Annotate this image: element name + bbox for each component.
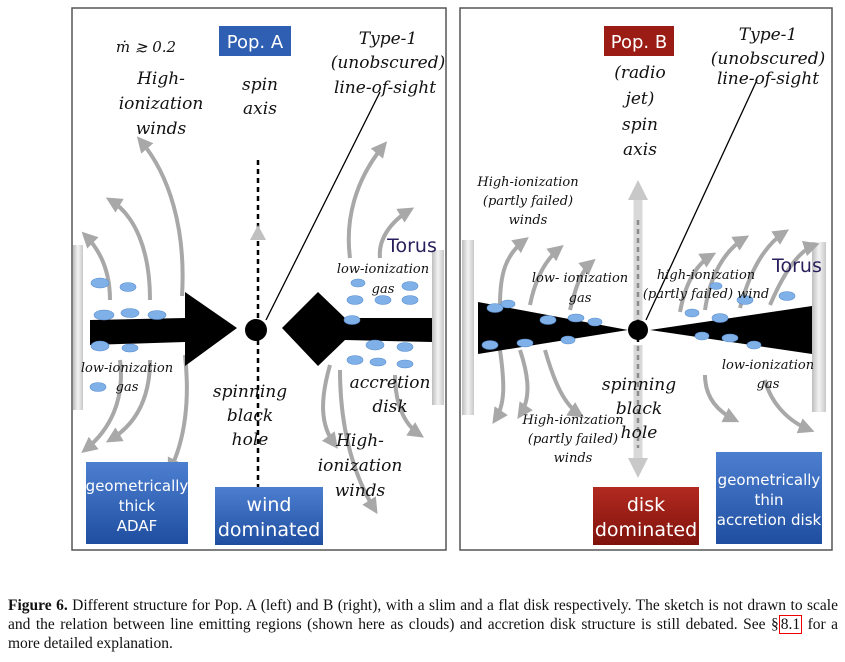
wind-dominated-2: dominated: [218, 519, 320, 541]
thin-disk-left: [478, 302, 628, 354]
type1-a-2: (unobscured): [331, 53, 446, 73]
low-gas-right-b-2: gas: [757, 377, 780, 392]
winds-bottom-b-3: winds: [554, 451, 593, 466]
panel-b-border: [459, 7, 833, 551]
winds-right-b-2: (partly failed) wind: [643, 287, 769, 302]
clouds-b: [481, 282, 796, 350]
thin-disk-box-2: thin: [754, 491, 783, 509]
winds-top-left-b-1: High-ionization: [476, 175, 578, 190]
bh-b-3: hole: [621, 423, 658, 443]
winds-top-left-b-3: winds: [509, 213, 548, 228]
wind-arrows-a: [81, 136, 424, 515]
torus-right-a: [432, 250, 444, 405]
jet-b-3: spin: [622, 115, 658, 135]
adaf-box-3: ADAF: [117, 517, 157, 535]
torus-left-a: [73, 245, 83, 410]
section-ref-link[interactable]: 8.1: [778, 615, 803, 634]
black-hole-b: [628, 320, 648, 340]
low-gas-right-b-1: low-ionization: [722, 358, 814, 373]
disk-dominated-2: dominated: [595, 519, 697, 541]
jet-b-2: jet): [622, 89, 655, 109]
low-gas-left-a-2: gas: [116, 380, 139, 395]
bh-a-2: black: [227, 406, 273, 426]
mdot-label: ṁ ≳ 0.2: [116, 38, 176, 56]
caption-text-1: Different structure for Pop. A (left) an…: [8, 597, 838, 633]
spin-axis-a-1: spin: [242, 75, 278, 95]
torus-right-b: [812, 242, 826, 412]
spin-axis-arrow-a: [250, 225, 266, 240]
bh-b-1: spinning: [602, 375, 676, 395]
wind-dominated-1: wind: [247, 494, 292, 516]
disk-dominated-1: disk: [627, 494, 665, 516]
accretion-a-1: accretion: [350, 373, 431, 393]
type1-b-1: Type-1: [739, 25, 797, 45]
panel-a-border: [71, 7, 447, 551]
winds-bottom-a-1: High-: [335, 431, 384, 451]
thick-disk-right: [282, 292, 432, 366]
clouds-a: [89, 277, 419, 392]
jet-b-4: axis: [623, 140, 657, 160]
line-of-sight-b: [645, 79, 758, 321]
figure-caption: Figure 6. Different structure for Pop. A…: [8, 596, 838, 653]
winds-bottom-b-1: High-ionization: [521, 413, 623, 428]
jet-b-1: (radio: [614, 63, 665, 83]
pop-a-badge: [219, 26, 291, 56]
black-hole-a: [245, 319, 267, 341]
accretion-a-2: disk: [372, 397, 407, 417]
pop-a-label: Pop. A: [227, 32, 284, 53]
low-gas-right-a-2: gas: [372, 282, 395, 297]
type1-a-1: Type-1: [359, 29, 417, 49]
jet-down-head: [628, 458, 648, 478]
low-gas-right-a-1: low-ionization: [337, 262, 429, 277]
figure-label: Figure 6.: [8, 597, 68, 614]
thin-disk-box: [716, 452, 822, 544]
winds-top-3: winds: [136, 119, 187, 139]
bh-a-1: spinning: [213, 382, 287, 402]
low-gas-left-b-2: gas: [569, 291, 592, 306]
type1-a-3: line-of-sight: [334, 78, 436, 98]
winds-right-b-1: high-ionization: [657, 268, 755, 283]
panel-pop-a: Pop. A ṁ ≳ 0.2 High- ionization winds sp…: [71, 7, 447, 551]
winds-top-left-b-2: (partly failed): [483, 194, 573, 209]
thin-disk-box-1: geometrically: [718, 471, 821, 489]
figure-diagram: Pop. A ṁ ≳ 0.2 High- ionization winds sp…: [71, 7, 833, 551]
winds-bottom-b-2: (partly failed): [528, 432, 618, 447]
thin-disk-box-3: accretion disk: [717, 511, 822, 529]
bh-b-2: black: [616, 399, 662, 419]
low-gas-left-a-1: low-ionization: [81, 361, 173, 376]
type1-b-2: (unobscured): [711, 49, 826, 69]
bh-a-3: hole: [232, 430, 269, 450]
torus-left-b: [462, 240, 474, 415]
winds-top-1: High-: [136, 69, 185, 89]
thin-disk-right: [650, 306, 812, 354]
adaf-box-1: geometrically: [86, 477, 189, 495]
line-of-sight-a: [265, 91, 381, 321]
pop-b-label: Pop. B: [611, 32, 667, 53]
disk-dominated-box: [593, 487, 699, 545]
torus-a-label: Torus: [386, 235, 437, 257]
adaf-box-2: thick: [119, 497, 156, 515]
caption-text-2: for a more detailed explanation.: [8, 616, 838, 652]
wind-dominated-box: [215, 487, 323, 545]
panel-pop-b: Pop. B (radio jet) spin axis Type-1 (uno…: [459, 7, 833, 551]
jet-up-head: [628, 180, 648, 200]
winds-bottom-a-2: ionization: [318, 456, 403, 476]
spin-axis-a-2: axis: [243, 99, 277, 119]
pop-b-badge: [604, 26, 674, 56]
torus-b-label: Torus: [771, 255, 822, 277]
low-gas-left-b-1: low- ionization: [532, 271, 628, 286]
type1-b-3: line-of-sight: [717, 69, 819, 89]
adaf-box: [86, 462, 188, 544]
thick-disk-left: [90, 292, 237, 366]
winds-bottom-a-3: winds: [335, 481, 386, 501]
winds-top-2: ionization: [119, 94, 204, 114]
